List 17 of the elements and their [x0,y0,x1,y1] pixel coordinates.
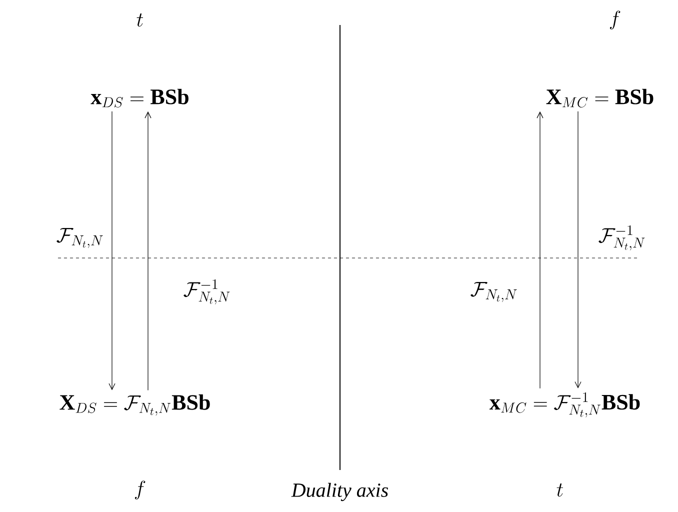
axis-label: $t$ [556,483,564,497]
edge-label: $\mathcal{F}_{N_t,N}$ [55,226,105,250]
formula: $\mathbf{x}_{DS} = \mathbf{BSb}$ [90,88,188,108]
formula: $\mathbf{X}_{MC} = \mathbf{BSb}$ [546,88,654,108]
edge-label: $\mathcal{F}_{N_t,N}$ [469,280,519,304]
axis-label: $f$ [134,480,146,500]
axis-caption: Duality axis [291,482,388,502]
axis-label: $f$ [610,10,620,30]
edge-label: $\mathcal{F}_{N_t,N}^{-1}$ [597,224,647,252]
formula: $\mathbf{x}_{MC} = \mathcal{F}_{N_t,N}^{-1}\mathbf{BSb}$ [489,392,640,418]
arrow [144,111,152,390]
arrow [536,111,544,389]
arrow [574,111,582,388]
arrow [108,111,116,390]
edge-label: $\mathcal{F}_{N_t,N}^{-1}$ [182,278,232,306]
formula: $\mathbf{X}_{DS} = \mathcal{F}_{N_t,N}\mathbf{BSb}$ [60,394,210,416]
axis-label: $t$ [136,13,144,27]
